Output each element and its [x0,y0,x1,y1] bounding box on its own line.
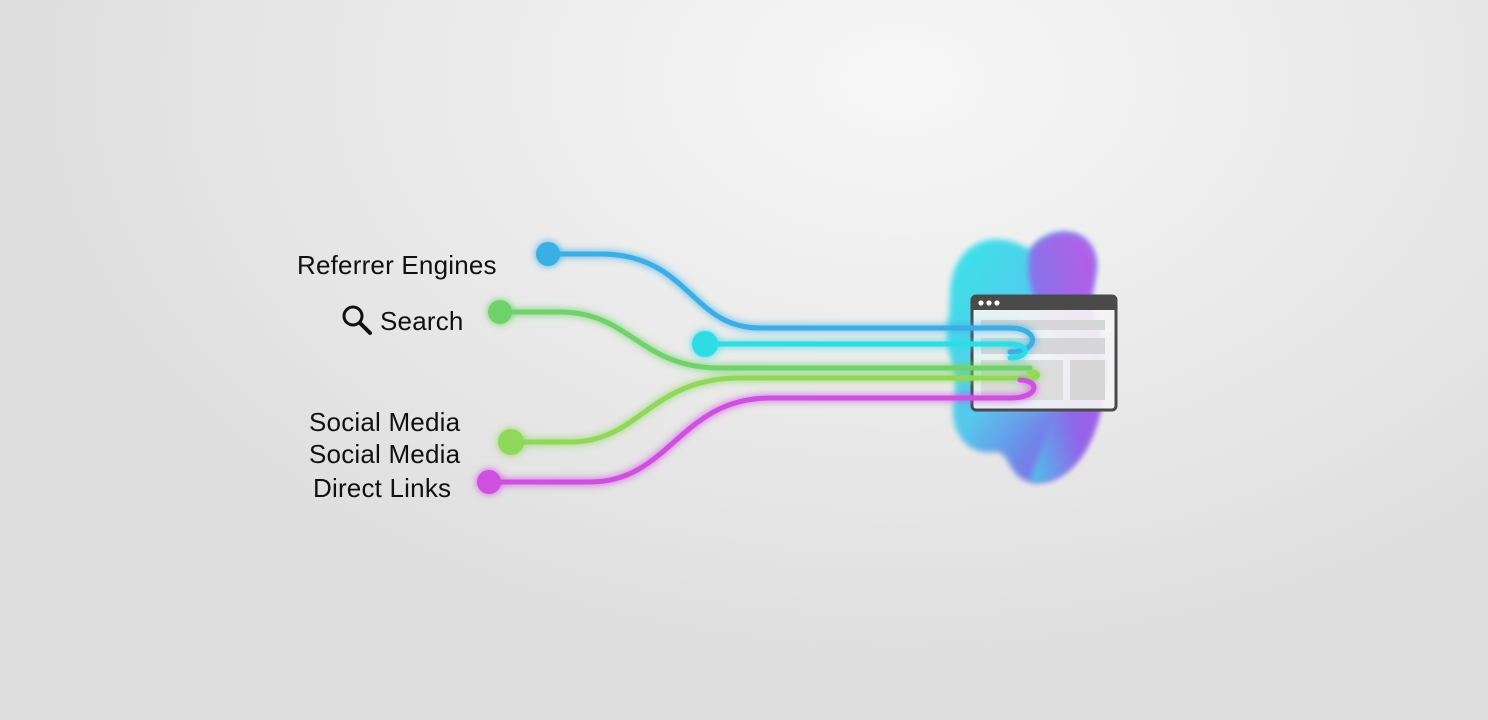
connection-lines [486,251,1040,485]
dot-referrer [536,242,560,266]
label-direct-links: Direct Links [313,473,452,503]
label-referrer-engines: Referrer Engines [297,250,497,280]
source-dots [477,242,718,494]
line-referrer [545,251,1035,355]
line-social [508,369,1040,445]
dot-search [488,300,512,324]
line-search [497,309,1033,371]
line-unlabeled [702,341,1028,361]
line-direct [486,377,1037,485]
label-social-media: Social Media [309,439,461,469]
label-social-media: Social Media [309,407,461,437]
dot-direct [477,470,501,494]
dot-social [498,429,524,455]
search-icon [340,304,374,336]
dot-unlabeled [692,331,718,357]
label-search: Search [380,306,464,336]
browser-window-icon [970,294,1118,412]
